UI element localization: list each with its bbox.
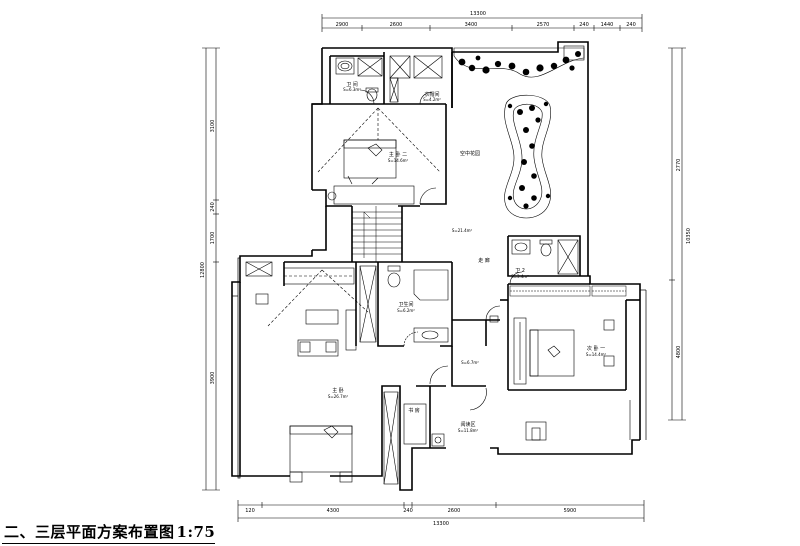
dim-bottom-2: 4300 xyxy=(327,508,340,514)
room-label-master: 主 卧 xyxy=(332,387,344,394)
room-area-bath-upper: S=6.3m² xyxy=(343,87,361,92)
dim-bottom-total: 13300 xyxy=(433,521,449,527)
dim-left-1: 3100 xyxy=(210,120,216,133)
dim-left-3: 1700 xyxy=(210,232,216,245)
room-area-reading: S=11.8m² xyxy=(458,428,479,433)
dimension-lines xyxy=(202,14,686,522)
room-label-master-2: 主 卧 二 xyxy=(389,151,407,158)
dim-left-2: 240 xyxy=(210,202,216,212)
roof-garden-planting xyxy=(453,45,585,219)
dim-top-1: 2900 xyxy=(336,22,349,28)
dim-right-2: 4800 xyxy=(676,346,682,359)
dim-top-2: 2600 xyxy=(390,22,403,28)
room-label-bath-upper: 卫 间 xyxy=(346,81,358,88)
room-label-hall: 走 廊 xyxy=(478,257,490,264)
room-area-master-2: S=14.6m² xyxy=(388,158,409,163)
dim-right-1: 2770 xyxy=(676,159,682,172)
stairwell xyxy=(352,206,402,262)
right-bath-fixtures xyxy=(509,239,579,285)
drawing-title: 二、三层平面方案布置图 xyxy=(4,523,175,541)
room-area-bath-center: S=6.2m² xyxy=(397,308,415,313)
dim-top-3: 3400 xyxy=(465,22,478,28)
dimension-labels: 13300 2900 2600 3400 2570 240 1440 240 1… xyxy=(200,11,692,527)
dim-bottom-4: 2600 xyxy=(448,508,461,514)
room-label-cloak-upper: 衣帽间 xyxy=(424,91,439,98)
room-area-second-bed: S=14.4m² xyxy=(586,352,607,357)
dim-top-4: 2570 xyxy=(537,22,550,28)
dim-bottom-5: 5900 xyxy=(564,508,577,514)
dim-bottom-1: 120 xyxy=(245,508,255,514)
dim-top-5: 240 xyxy=(579,22,589,28)
study-furniture xyxy=(403,400,631,447)
walls xyxy=(231,41,641,491)
room-label-reading: 阅读区 xyxy=(460,421,475,428)
dim-left-total: 12800 xyxy=(200,262,206,278)
room-label-bath-center: 卫生间 xyxy=(398,301,413,308)
thin-walls xyxy=(232,257,647,479)
dim-top-7: 240 xyxy=(626,22,636,28)
dim-left-4: 3900 xyxy=(210,372,216,385)
room-label-roof-garden: 空中花园 xyxy=(460,150,480,157)
right-closet xyxy=(509,285,627,297)
room-label-study: 书 房 xyxy=(408,407,420,414)
room-area-bath-right: S=3.4m² xyxy=(511,274,529,279)
room-area-stair-room: S=6.7m² xyxy=(461,360,479,365)
room-label-second-bed: 次 卧 一 xyxy=(587,345,605,352)
room-area-master: S=26.7m² xyxy=(328,394,349,399)
center-bath-fixtures xyxy=(359,265,449,347)
room-label-bath-right: 卫 2 xyxy=(515,268,525,274)
landing-doors xyxy=(429,365,487,411)
room-area-cloak-upper: S=4.2m² xyxy=(423,97,441,102)
upper-bath-fixtures xyxy=(335,55,443,105)
dim-right-total: 10350 xyxy=(686,228,692,244)
drawing-scale: 1:75 xyxy=(176,523,216,541)
dim-top-6: 1440 xyxy=(601,22,614,28)
dim-bottom-3: 240 xyxy=(403,508,413,514)
second-bed-furniture xyxy=(485,305,615,385)
room-area-hall: S=21.4m² xyxy=(452,228,473,233)
dim-top-total: 13300 xyxy=(470,11,486,17)
master2-furniture xyxy=(317,107,441,205)
master-furniture xyxy=(245,261,399,485)
